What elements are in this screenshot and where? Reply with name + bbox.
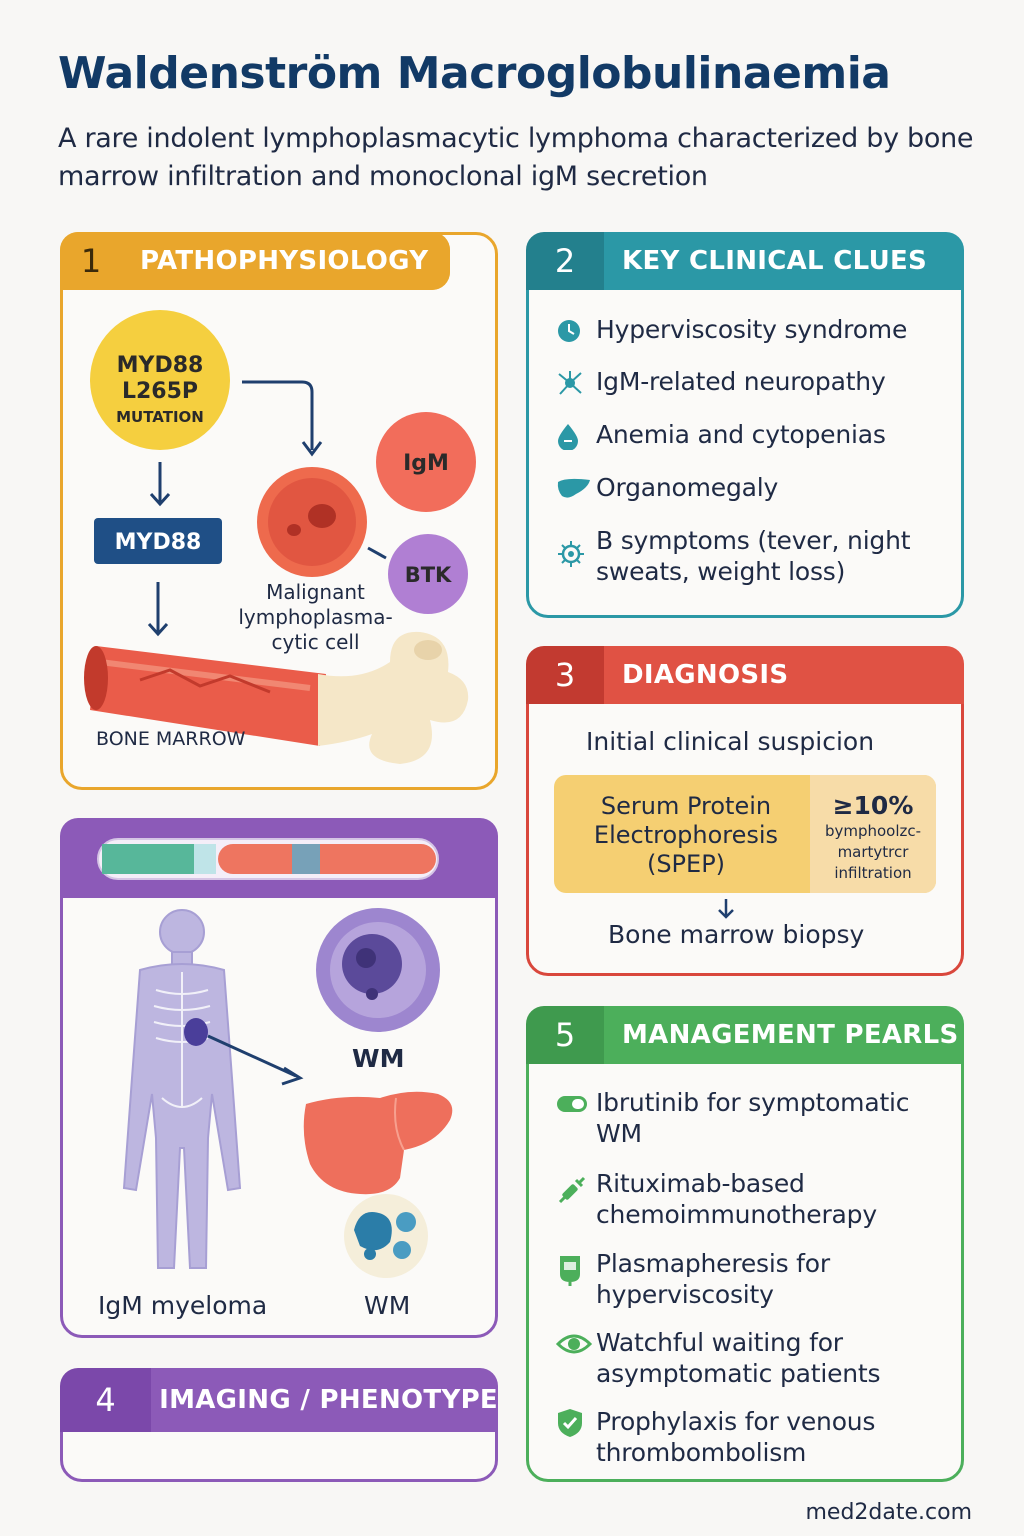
pearl-text: Rituximab-based chemoimmunotherapy xyxy=(596,1169,877,1229)
pearl-item: Ibrutinib for symptomatic WM xyxy=(556,1087,936,1149)
pearl-item: Plasmapheresis for hyperviscosity xyxy=(556,1248,936,1310)
mutation-line3: MUTATION xyxy=(116,408,204,426)
section-number: 3 xyxy=(526,646,604,704)
pearl-text: Plasmapheresis for hyperviscosity xyxy=(596,1249,830,1309)
pathophysiology-header: 1 PATHOPHYSIOLOGY xyxy=(60,232,450,290)
myd88-box-label: MYD88 xyxy=(115,530,202,555)
section-number: 4 xyxy=(60,1368,152,1432)
section-title: PATHOPHYSIOLOGY xyxy=(122,232,450,290)
clue-item: Hyperviscosity syndrome xyxy=(556,314,946,348)
igm-myeloma-label: IgM myeloma xyxy=(98,1291,268,1320)
threshold-box xyxy=(810,775,936,893)
virus-icon xyxy=(556,537,596,571)
section-title: MANAGEMENT PEARLS xyxy=(604,1006,964,1064)
clinical-clues-panel xyxy=(526,232,964,618)
clue-text: Hyperviscosity syndrome xyxy=(596,315,908,344)
diagnosis-step-suspicion: Initial clinical suspicion xyxy=(586,727,875,756)
syringe-icon xyxy=(556,1174,596,1208)
drop-icon xyxy=(556,419,596,453)
threshold-detail: bymphoolzc-martytrcr infiltration xyxy=(824,822,922,882)
clue-item: Organomegaly xyxy=(556,472,946,506)
mutation-line1: MYD88 xyxy=(117,353,204,378)
clue-item: B symptoms (tever, night sweats, weight … xyxy=(556,525,936,587)
shield-icon xyxy=(556,1406,596,1440)
threshold-value: ≥10% xyxy=(832,791,914,820)
igm-label: IgM xyxy=(403,451,449,476)
clue-item: Anemia and cytopenias xyxy=(556,419,946,453)
arrow-to-cell xyxy=(242,380,314,450)
section-number: 5 xyxy=(526,1006,604,1064)
blood-tube-illustration xyxy=(97,838,439,880)
pearl-text: Ibrutinib for symptomatic WM xyxy=(596,1088,910,1148)
clue-text: IgM-related neuropathy xyxy=(596,367,886,396)
clock-icon xyxy=(556,314,596,348)
bone-illustration xyxy=(84,631,469,764)
body-silhouette xyxy=(122,909,242,1269)
mutation-line2: L265P xyxy=(122,379,198,404)
spep-label: Serum Protein Electrophoresis (SPEP) xyxy=(593,792,779,878)
pearl-text: Prophylaxis for venous thrombombolism xyxy=(596,1407,876,1467)
igm-circle xyxy=(376,412,476,512)
nerve-icon xyxy=(556,366,596,400)
clue-text: Organomegaly xyxy=(596,473,779,502)
section-number: 2 xyxy=(526,232,604,290)
clue-item: IgM-related neuropathy xyxy=(556,366,946,400)
pearl-item: Watchful waiting for asymptomatic patien… xyxy=(556,1327,936,1389)
footer-site: med2date.com xyxy=(805,1500,972,1525)
liver-illustration xyxy=(303,1091,453,1195)
pill-icon xyxy=(556,1087,596,1121)
arrow-to-organs xyxy=(207,1034,297,1078)
liver-icon xyxy=(556,472,596,506)
management-panel xyxy=(526,1006,964,1482)
btk-circle xyxy=(388,534,468,614)
pearl-item: Rituximab-based chemoimmunotherapy xyxy=(556,1168,936,1230)
eye-icon xyxy=(556,1327,596,1361)
clue-text: Anemia and cytopenias xyxy=(596,420,886,449)
spleen-marker xyxy=(184,1018,208,1046)
section-title: KEY CLINICAL CLUES xyxy=(604,232,964,290)
imaging-diagram xyxy=(122,908,453,1278)
clinical-clues-header: 2 KEY CLINICAL CLUES xyxy=(526,232,964,290)
arrow-down-icon xyxy=(718,899,734,919)
wm-label-top: WM xyxy=(352,1044,405,1073)
imaging-phenotype-header: 4 IMAGING / PHENOTYPE xyxy=(60,1368,498,1432)
pearl-item: Prophylaxis for venous thrombombolism xyxy=(556,1406,936,1468)
page-title: Waldenström Macroglobulinaemia xyxy=(58,48,891,99)
spep-box: Serum Protein Electrophoresis (SPEP) ≥10… xyxy=(554,775,936,893)
wm-label-bottom: WM xyxy=(364,1291,411,1320)
section-number: 1 xyxy=(60,232,122,290)
clue-text: B symptoms (tever, night sweats, weight … xyxy=(596,526,911,586)
section-title: IMAGING / PHENOTYPE xyxy=(151,1368,498,1432)
pathophysiology-diagram: MYD88 L265P MUTATION MYD88 IgM BTK xyxy=(84,310,476,764)
mutation-circle xyxy=(90,310,230,450)
diagnosis-step-biopsy: Bone marrow biopsy xyxy=(608,920,865,949)
page-subtitle: A rare indolent lymphoplasmacytic lympho… xyxy=(58,123,974,192)
iv-bag-icon xyxy=(556,1252,596,1286)
malignant-cell-label: Malignant lymphoplasma-cytic cell xyxy=(238,580,393,654)
bone-marrow-label: BONE MARROW xyxy=(96,728,246,750)
pearl-text: Watchful waiting for asymptomatic patien… xyxy=(596,1328,881,1388)
section-title: DIAGNOSIS xyxy=(604,646,964,704)
myd88-box xyxy=(94,518,222,564)
btk-label: BTK xyxy=(405,563,452,587)
diagnosis-header: 3 DIAGNOSIS xyxy=(526,646,964,704)
management-header: 5 MANAGEMENT PEARLS xyxy=(526,1006,964,1064)
